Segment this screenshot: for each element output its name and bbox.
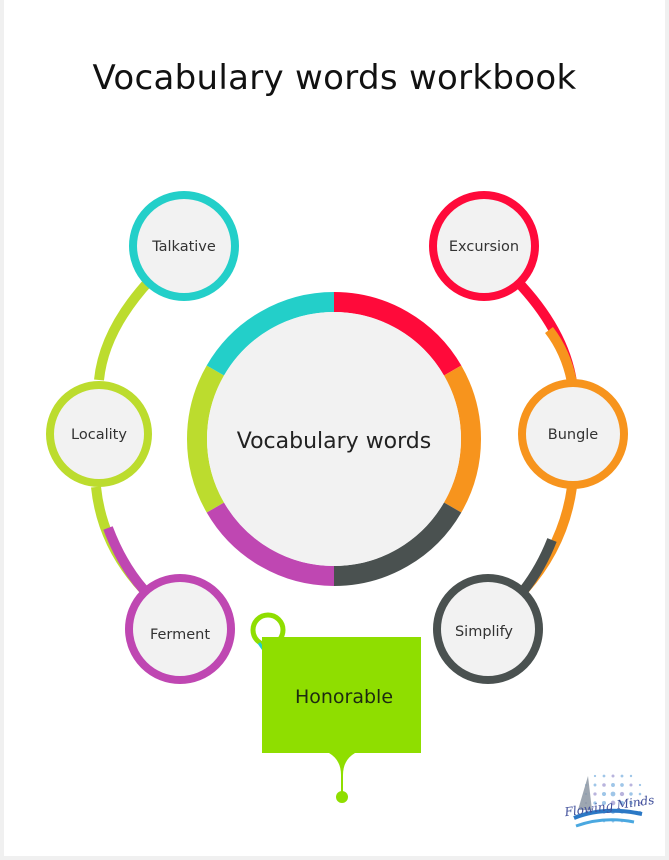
- right-connector-bottom-lower: [520, 538, 557, 594]
- logo-dot: [629, 801, 633, 805]
- logo-sail-icon: [578, 776, 592, 810]
- center-ring: [187, 292, 481, 586]
- ring-segment: [333, 292, 462, 376]
- logo-dot: [629, 783, 633, 787]
- node-label-ferment: Ferment: [150, 627, 210, 643]
- logo-dot: [593, 783, 597, 787]
- logo-dot: [593, 774, 597, 778]
- node-label-locality: Locality: [71, 427, 127, 443]
- ring-segment: [187, 365, 225, 513]
- worksheet-page: Vocabulary words workbook Vocabulary wor…: [4, 0, 665, 856]
- logo-dot: [593, 792, 597, 796]
- logo-dot: [638, 783, 642, 787]
- logo-dot: [619, 791, 625, 797]
- logo-dot: [638, 792, 642, 796]
- logo-dot: [610, 791, 616, 797]
- logo-dot: [601, 791, 607, 797]
- ring-segment: [443, 365, 481, 513]
- center-label: Vocabulary words: [237, 429, 431, 454]
- logo-wave-icon: [575, 818, 635, 828]
- logo-dot: [602, 783, 606, 787]
- logo-dot: [611, 774, 615, 778]
- logo-dot: [629, 774, 633, 778]
- callout-dot: [336, 791, 348, 803]
- logo-dot: [619, 800, 625, 806]
- ring-segment: [206, 502, 335, 586]
- node-label-excursion: Excursion: [449, 239, 519, 255]
- left-connector-bottom-lower: [103, 526, 148, 594]
- right-connector-top-lower: [544, 326, 577, 384]
- node-ferment: Ferment: [125, 574, 235, 684]
- node-excursion: Excursion: [429, 191, 539, 301]
- node-label-bungle: Bungle: [548, 427, 599, 443]
- node-label-talkative: Talkative: [151, 239, 216, 255]
- logo-dot: [638, 801, 642, 805]
- left-connector-top: [94, 276, 154, 381]
- logo-wave-icon: [573, 808, 643, 820]
- logo-dot: [620, 783, 624, 787]
- ring-segment: [333, 502, 462, 586]
- ring-segment: [206, 292, 335, 376]
- vocabulary-diagram: Vocabulary words Talkative Locality Ferm…: [46, 191, 655, 828]
- callout-tail: [329, 753, 355, 792]
- logo-dot: [593, 801, 597, 805]
- logo-dot: [611, 783, 615, 787]
- node-label-simplify: Simplify: [455, 624, 513, 640]
- node-simplify: Simplify: [433, 574, 543, 684]
- callout-label: Honorable: [295, 686, 393, 708]
- callout-honorable: Honorable: [250, 612, 421, 803]
- flowing-minds-logo: Flowing Minds: [563, 774, 655, 828]
- logo-dot: [601, 800, 607, 806]
- callout-box: [262, 637, 421, 753]
- logo-dot: [620, 774, 624, 778]
- center-circle: [207, 312, 461, 566]
- node-talkative: Talkative: [129, 191, 239, 301]
- logo-dot: [602, 774, 606, 778]
- logo-dot: [629, 792, 633, 796]
- node-locality: Locality: [46, 381, 152, 487]
- page-title: Vocabulary words workbook: [92, 58, 577, 98]
- node-bungle: Bungle: [518, 379, 628, 489]
- logo-dot: [610, 800, 616, 806]
